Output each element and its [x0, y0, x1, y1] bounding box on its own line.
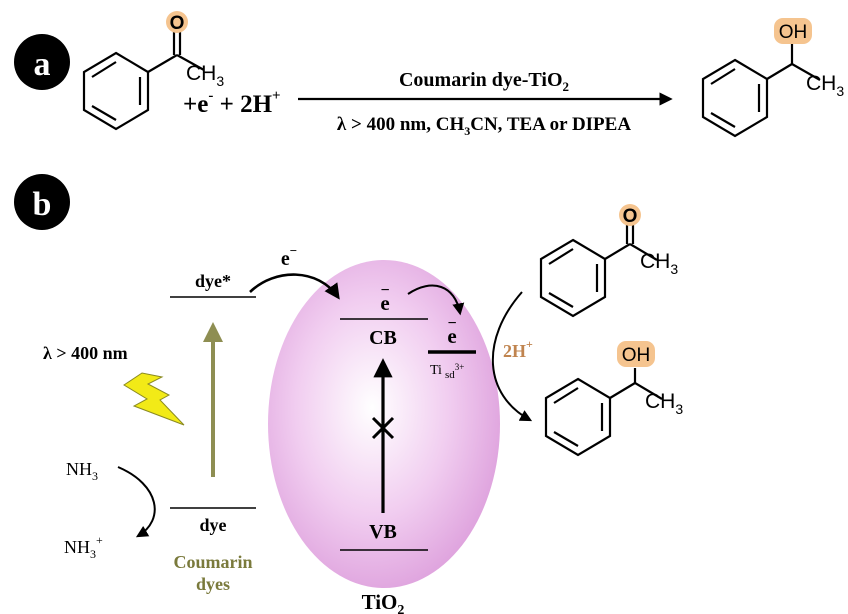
cb-label: CB: [369, 327, 397, 349]
coumarin-label-line2: dyes: [196, 574, 230, 594]
cb-electron: e: [380, 291, 389, 315]
electron-trapping-arrow: [407, 284, 465, 316]
alcohol-methyl: CH3: [645, 390, 683, 417]
reduction-arrow: [492, 291, 533, 422]
reactant-acetophenone: [82, 30, 205, 131]
ketone-methyl: CH3: [640, 250, 678, 277]
panel-b-badge: b: [14, 174, 70, 230]
protons-label: 2H+: [503, 337, 533, 361]
reactant-oxygen: O: [170, 13, 185, 34]
panel-a-label: a: [34, 46, 51, 83]
ketone-acetophenone: [539, 224, 658, 318]
panel-a-badge: a: [14, 34, 70, 90]
panel-b-label: b: [33, 186, 52, 223]
ketone-oxygen: O: [623, 206, 638, 227]
electron-injection-label: e−: [281, 243, 297, 270]
conditions-label: λ > 400 nm, CH3CN, TEA or DIPEA: [337, 114, 631, 138]
product-oh: OH: [779, 22, 808, 43]
light-label: λ > 400 nm: [43, 343, 128, 363]
coumarin-label-line1: Coumarin: [173, 552, 252, 572]
lightning-bolt-icon: [123, 372, 185, 426]
alcohol-phenylethanol: [544, 368, 663, 457]
dye-ground-label: dye: [200, 515, 227, 535]
catalyst-label: Coumarin dye-TiO2: [399, 69, 569, 94]
cb-electron-bar: −: [380, 282, 389, 299]
dye-excited-label: dye*: [195, 271, 231, 291]
product-methyl: CH3: [806, 72, 844, 99]
trap-electron-bar: −: [447, 315, 456, 332]
electron-injection-arrow: [249, 273, 340, 300]
vb-label: VB: [369, 521, 397, 543]
product-oh-highlight: [774, 18, 812, 44]
nh3-label: NH3: [66, 459, 98, 483]
reagents: +e- + 2H+: [183, 88, 281, 118]
alcohol-oh-highlight: [617, 341, 655, 367]
alcohol-oh: OH: [622, 345, 651, 366]
reactant-methyl: CH3: [186, 62, 224, 89]
donor-oxidation-arrow: [117, 466, 156, 538]
product-phenylethanol: [701, 44, 821, 138]
blocked-transition-cross-icon: [371, 416, 395, 440]
ketone-oxygen-highlight: [619, 204, 641, 226]
nh3-plus-label: NH3+: [64, 533, 103, 561]
tio2-label: TiO2: [362, 590, 405, 614]
trap-electron: e: [447, 324, 456, 348]
reactant-oxygen-highlight: [166, 11, 188, 33]
